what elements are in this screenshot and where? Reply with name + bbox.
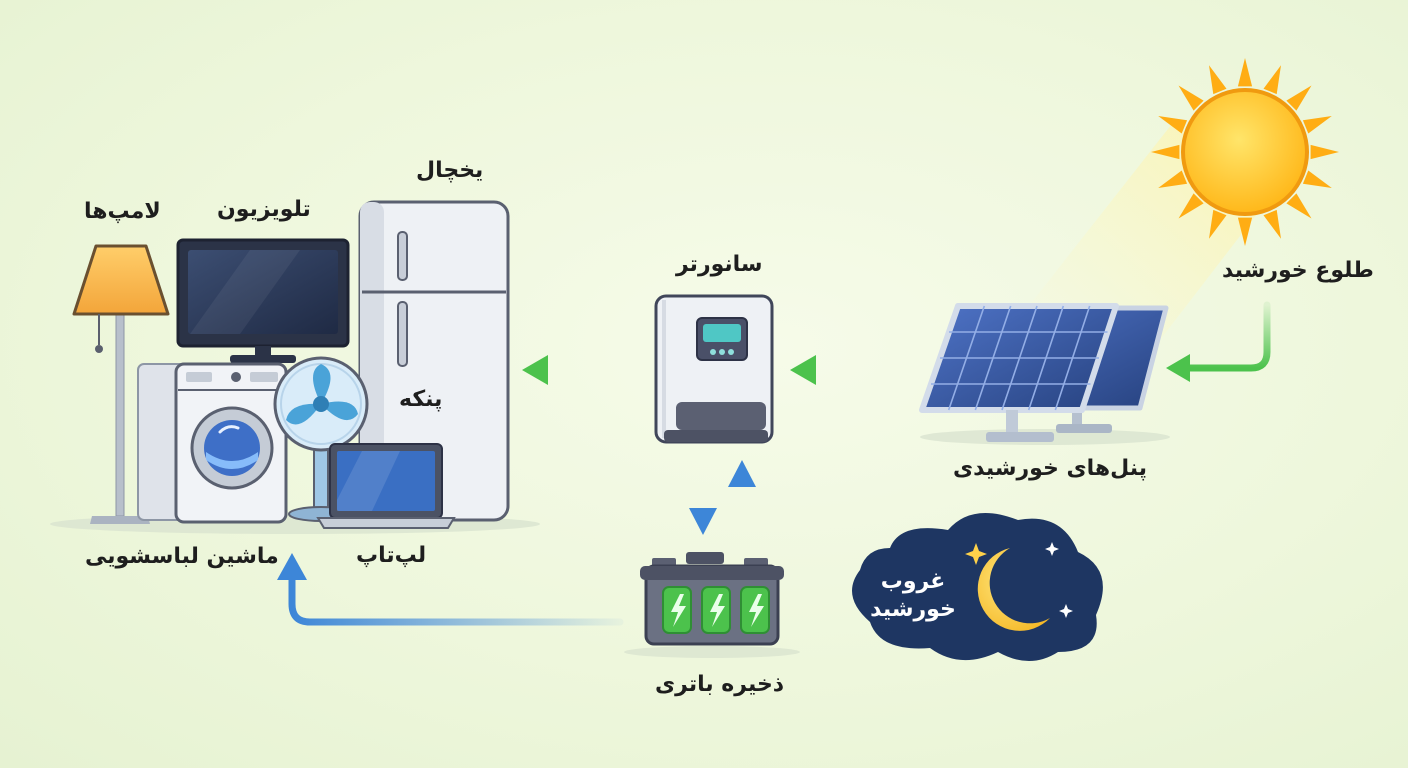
sun-ray — [1302, 116, 1332, 134]
washing-machine-icon — [137, 362, 288, 524]
solar-panels-icon — [919, 303, 1169, 442]
sun-to-panels-arrow — [1184, 301, 1271, 372]
label-sunset: غروب خورشید — [868, 568, 958, 624]
label-sunset-line1: غروب — [880, 569, 946, 594]
battery-icon — [640, 552, 784, 646]
label-tv: تلویزیون — [217, 197, 311, 222]
sun-ray — [1209, 65, 1227, 95]
inverter-to-appliances-arrowhead — [522, 355, 548, 385]
battery-ground-shadow — [624, 646, 800, 658]
appliances-group — [72, 200, 510, 529]
sun-ray — [1263, 65, 1281, 95]
battery-to-inverter-arrowhead — [728, 460, 756, 487]
battery-cell-1 — [662, 586, 692, 634]
sun-ray — [1158, 170, 1188, 188]
star-icon — [1045, 542, 1059, 556]
label-lamps: لامپ‌ها — [84, 199, 161, 224]
laptop-icon — [316, 443, 456, 529]
battery-to-appliances-arrow — [288, 574, 624, 626]
label-sunrise: طلوع خورشید — [1222, 258, 1374, 283]
sun-ray — [1302, 170, 1332, 188]
sunset-night-icon — [852, 512, 1103, 661]
sun-ray — [1178, 193, 1204, 219]
label-inverter: سانورتر — [676, 252, 763, 277]
star-icon — [1059, 604, 1073, 618]
sun-ray — [1237, 217, 1253, 246]
label-fan: پنکه — [399, 387, 443, 412]
lamp-icon — [72, 244, 170, 524]
sun-ray — [1151, 144, 1180, 160]
sun-ray — [1286, 193, 1312, 219]
tv-icon — [176, 238, 350, 363]
sun-ray — [1263, 209, 1281, 239]
fan-icon — [273, 356, 369, 522]
inverter-to-battery-arrowhead — [689, 508, 717, 535]
label-solar-panels: پنل‌های خورشیدی — [953, 456, 1148, 481]
panels-to-inverter-arrowhead — [790, 355, 816, 385]
sun-ray — [1237, 58, 1253, 87]
sun-to-panels-arrowhead — [1166, 354, 1190, 382]
sun-ray — [1158, 116, 1188, 134]
sun-ray — [1310, 144, 1339, 160]
label-washing-machine: ماشین لباسشویی — [85, 544, 279, 569]
sun-ray — [1178, 85, 1204, 111]
battery-cell-3 — [740, 586, 770, 634]
fridge-icon — [358, 200, 510, 522]
sun-ray — [1209, 209, 1227, 239]
label-sunset-line2: خورشید — [870, 597, 956, 622]
star-icon — [965, 543, 987, 565]
label-battery: ذخیره باتری — [655, 672, 785, 697]
sun-ray — [1286, 85, 1312, 111]
label-laptop: لپ‌تاپ — [356, 543, 427, 568]
sun-icon — [1151, 58, 1339, 246]
battery-cell-2 — [701, 586, 731, 634]
battery-to-appliances-arrowhead — [277, 553, 307, 580]
inverter-icon — [654, 294, 774, 444]
label-fridge: یخچال — [416, 158, 484, 183]
